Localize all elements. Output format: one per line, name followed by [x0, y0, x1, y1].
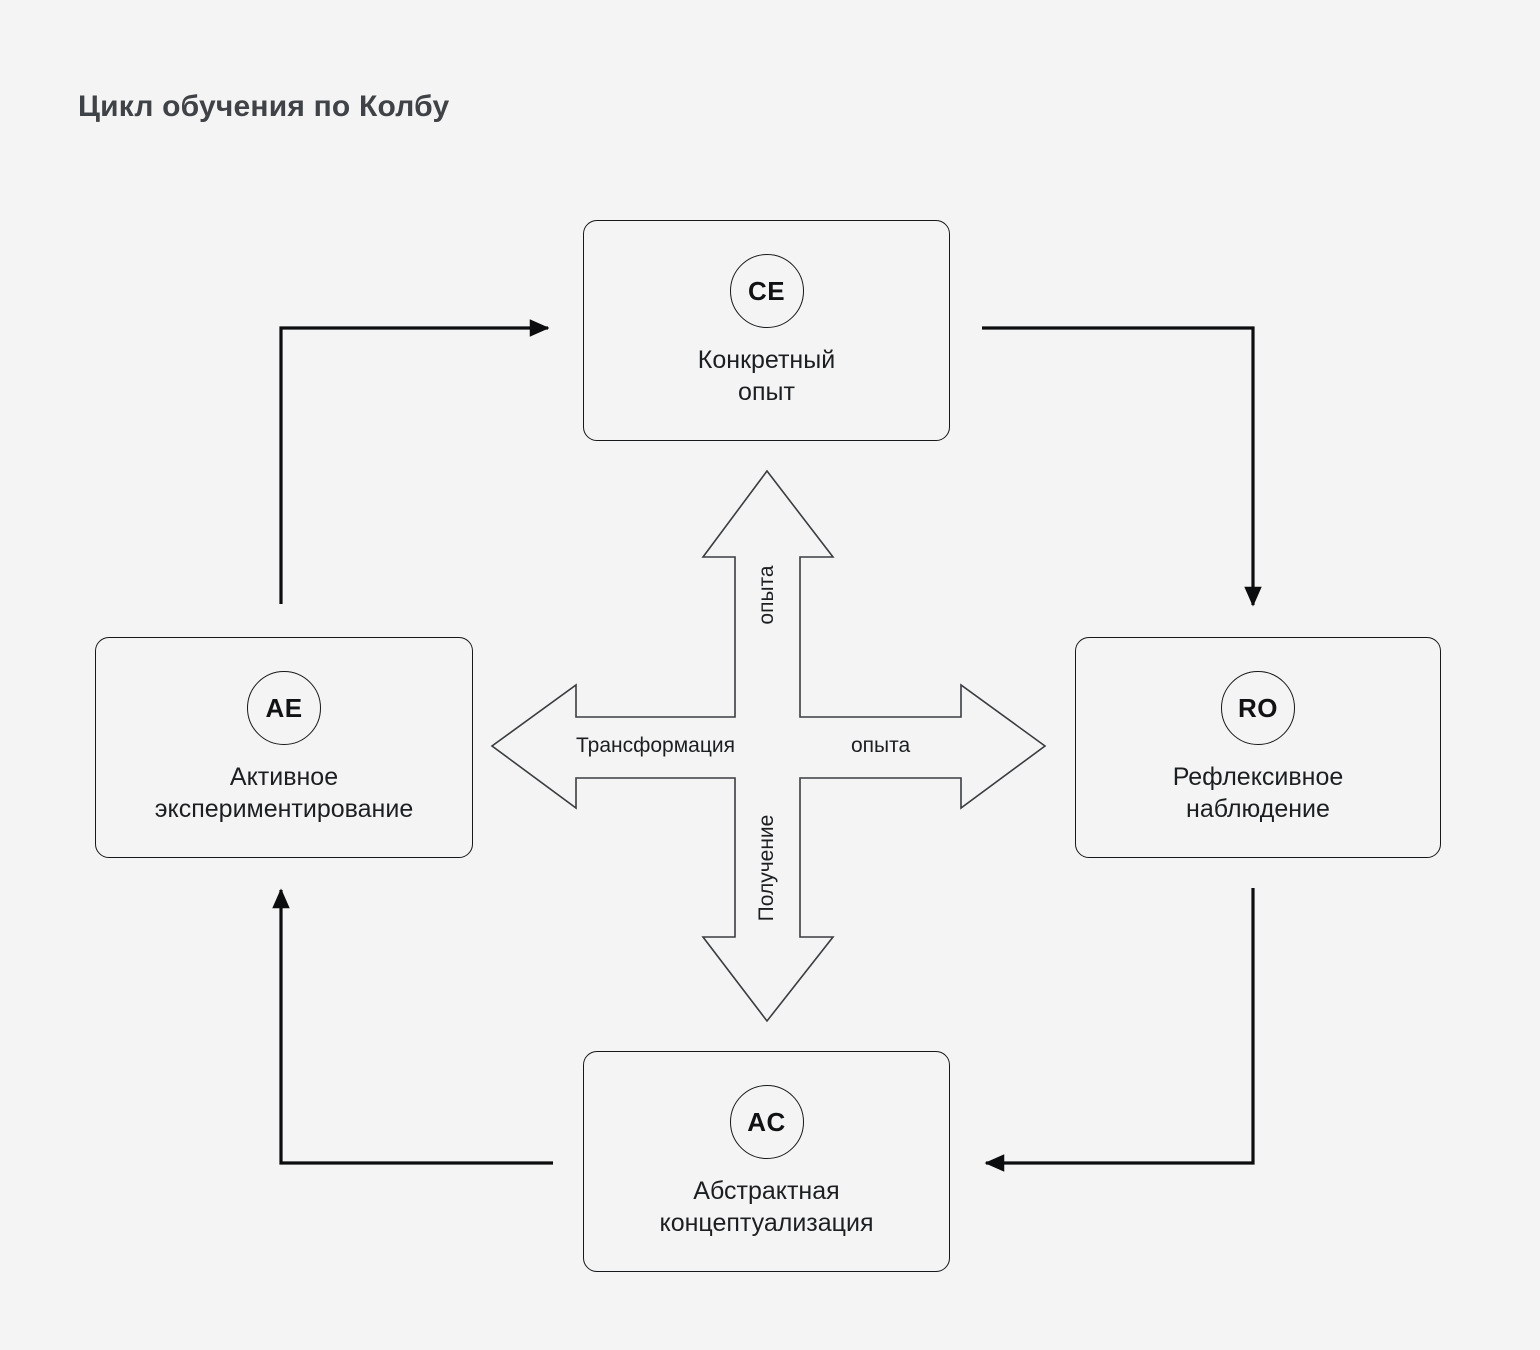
stage-label-ro: Рефлексивное наблюдение	[1172, 763, 1344, 823]
stage-node-ce[interactable]: CE Конкретный опыт	[583, 220, 950, 441]
stage-node-ro[interactable]: RO Рефлексивное наблюдение	[1075, 637, 1441, 858]
connector-ae-to-ce	[279, 319, 550, 604]
stage-label-ce: Конкретный опыт	[697, 346, 836, 406]
axis-label-right: опыта	[851, 734, 911, 757]
stage-abbr-ae: AE	[247, 671, 321, 745]
connector-ac-to-ae	[272, 888, 553, 1165]
stage-label-ac: Абстрактная концептуализация	[659, 1177, 874, 1237]
stage-abbr-ro: RO	[1221, 671, 1295, 745]
axis-label-top: опыта	[755, 565, 778, 625]
stage-node-ae[interactable]: AE Активное экспериментирование	[95, 637, 473, 858]
connector-ro-to-ac	[984, 888, 1255, 1172]
cross-arrow-shape	[490, 469, 1047, 1023]
axis-label-bottom: Получение	[755, 814, 778, 922]
page-title: Цикл обучения по Колбу	[78, 90, 450, 123]
stage-abbr-ac: AC	[729, 1085, 804, 1159]
connector-ce-to-ro	[982, 326, 1262, 607]
stage-node-ac[interactable]: AC Абстрактная концептуализация	[583, 1051, 950, 1272]
stage-label-ae: Активное экспериментирование	[154, 763, 414, 823]
stage-abbr-ce: CE	[729, 254, 804, 328]
axis-label-left: Трансформация	[576, 734, 735, 757]
